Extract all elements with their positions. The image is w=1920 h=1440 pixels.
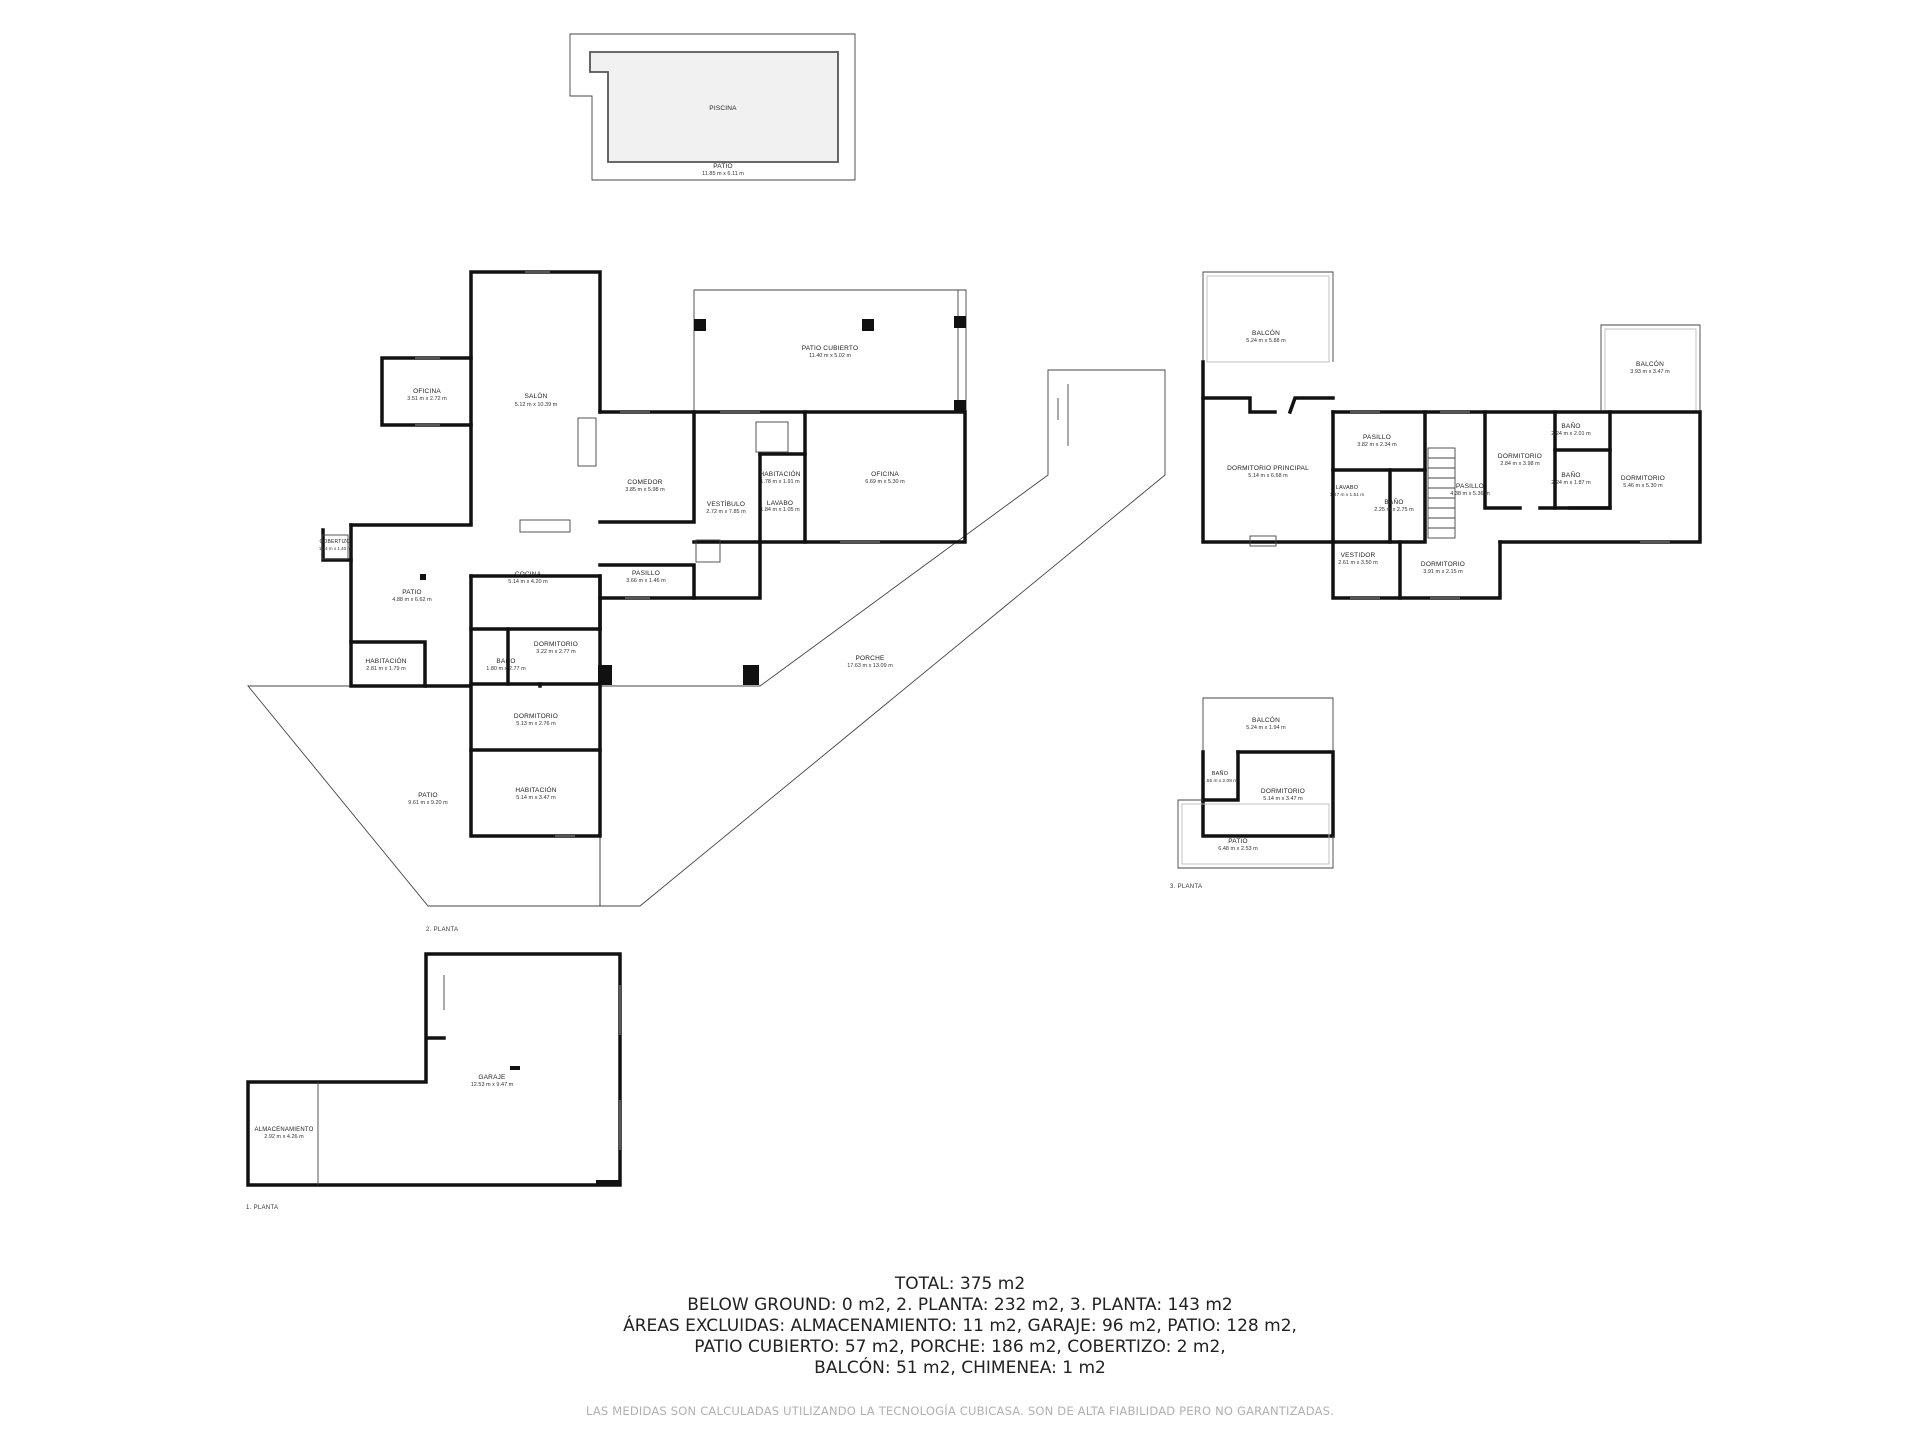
room-dims: 6.48 m x 2.53 m: [1218, 846, 1258, 852]
room-dims: 2.84 m x 3.98 m: [1500, 461, 1540, 467]
pool-area: [569, 33, 856, 181]
room-label: PASILLO: [1363, 434, 1391, 441]
room-dims: 1.84 m x 1.05 m: [760, 507, 800, 513]
summary-total: TOTAL: 375 m2: [894, 1274, 1026, 1294]
room-label: OFICINA: [413, 388, 441, 395]
room-label: VESTIDOR: [1341, 552, 1376, 559]
room-label: PASILLO: [1456, 483, 1484, 490]
room-label: HABITACIÓN: [515, 785, 556, 794]
room-label: DORMITORIO: [1261, 788, 1305, 795]
area-summary: TOTAL: 375 m2 BELOW GROUND: 0 m2, 2. PLA…: [0, 1274, 1920, 1379]
room-dims: 5.14 m x 3.47 m: [1263, 796, 1303, 802]
disclaimer-text: LAS MEDIDAS SON CALCULADAS UTILIZANDO LA…: [585, 1404, 1334, 1418]
room-dims: 3.85 m x 5.98 m: [625, 487, 665, 493]
room-label: BALCÓN: [1252, 328, 1280, 337]
room-dims: 5.46 m x 5.30 m: [1623, 483, 1663, 489]
room-dims: 11.40 m x 5.02 m: [809, 353, 852, 359]
room-label: HABITACIÓN: [365, 656, 406, 665]
room-dims: 3.51 m x 2.72 m: [407, 396, 447, 402]
floor-label-planta-3: 3. PLANTA: [1170, 884, 1202, 890]
room-label: PATIO: [1228, 838, 1248, 845]
room-label: PORCHE: [855, 655, 884, 662]
room-dims: 3.22 m x 2.77 m: [536, 649, 576, 655]
room-dims: 11.85 m x 6.11 m: [702, 171, 744, 177]
room-label: HABITACIÓN: [759, 469, 800, 478]
room-label: BAÑO: [1561, 470, 1580, 479]
room-label: BAÑO: [496, 656, 515, 665]
room-dims: 9.61 m x 9.20 m: [408, 800, 448, 806]
room-dims: 1.55 m x 2.08 m: [1203, 778, 1237, 784]
room-dims: 2.24 m x 1.87 m: [1551, 480, 1591, 486]
room-label: COCINA: [515, 571, 542, 578]
room-dims: 5.14 m x 3.47 m: [516, 795, 556, 801]
room-label: BALCÓN: [1636, 359, 1664, 368]
room-label: VESTÍBULO: [707, 499, 745, 508]
floor-plan-planta-3: [1177, 271, 1702, 869]
room-label: BAÑO: [1561, 421, 1580, 430]
room-label: BALCÓN: [1252, 715, 1280, 724]
room-label: GARAJE: [478, 1074, 506, 1081]
room-label: DORMITORIO: [1498, 453, 1542, 460]
room-label: PATIO: [402, 589, 422, 596]
room-label: COMEDOR: [627, 479, 662, 486]
room-label: BAÑO: [1384, 497, 1403, 506]
room-dims: 5.24 m x 5.88 m: [1246, 338, 1286, 344]
room-label: COBERTIZO: [320, 539, 351, 545]
room-label: DORMITORIO: [534, 641, 578, 648]
room-label: OFICINA: [871, 471, 899, 478]
room-label: LAVABO: [767, 500, 793, 507]
room-dims: 2.61 m x 3.50 m: [1338, 560, 1378, 566]
floor-label-planta-2: 2. PLANTA: [426, 927, 458, 933]
room-dims: 3.82 m x 2.34 m: [1357, 442, 1397, 448]
room-label: LAVABO: [1336, 485, 1359, 491]
room-label: SALÓN: [524, 391, 547, 400]
room-dims: 5.24 m x 1.94 m: [1246, 725, 1286, 731]
floor-plan-planta-1: [246, 952, 622, 1187]
summary-floors: BELOW GROUND: 0 m2, 2. PLANTA: 232 m2, 3…: [687, 1295, 1233, 1315]
room-dims: 1.80 m x 2.77 m: [486, 666, 526, 672]
room-label: DORMITORIO: [514, 713, 558, 720]
room-dims: 12.53 m x 9.47 m: [471, 1082, 514, 1088]
room-label: PATIO: [418, 792, 438, 799]
room-dims: 4.88 m x 6.62 m: [392, 597, 432, 603]
room-dims: 17.63 m x 13.09 m: [847, 663, 893, 669]
summary-excluded-2: PATIO CUBIERTO: 57 m2, PORCHE: 186 m2, C…: [694, 1337, 1226, 1357]
room-dims: 2.81 m x 1.79 m: [366, 666, 406, 672]
room-label: DORMITORIO: [1421, 561, 1465, 568]
room-label: PATIO: [713, 163, 733, 170]
floor-label-planta-1: 1. PLANTA: [246, 1205, 278, 1211]
room-dims: 1.78 m x 1.91 m: [760, 479, 800, 485]
room-label: PASILLO: [632, 570, 660, 577]
room-label: DORMITORIO: [1621, 475, 1665, 482]
room-dims: 1.47 m x 1.51 m: [1330, 492, 1364, 498]
stairs: [1427, 447, 1456, 539]
room-dims: 5.14 m x 4.20 m: [508, 579, 548, 585]
room-label: BAÑO: [1212, 770, 1229, 777]
room-dims: 5.13 m x 2.76 m: [516, 721, 556, 727]
room-dims: 2.24 m x 2.01 m: [1551, 431, 1591, 437]
room-dims: 1.44 m x 1.40 m: [319, 546, 352, 551]
room-dims: 3.66 m x 1.46 m: [626, 578, 666, 584]
floor-plan-planta-2: [247, 270, 1166, 907]
room-label: PISCINA: [709, 105, 737, 112]
room-dims: 5.14 m x 6.68 m: [1248, 473, 1288, 479]
room-dims: 2.25 m x 2.75 m: [1374, 507, 1414, 513]
room-dims: 2.72 m x 7.85 m: [706, 509, 746, 515]
room-dims: 2.92 m x 4.26 m: [264, 1134, 304, 1140]
room-dims: 5.12 m x 10.39 m: [515, 402, 558, 408]
room-dims: 3.91 m x 2.15 m: [1423, 569, 1463, 575]
room-dims: 3.93 m x 3.47 m: [1630, 369, 1670, 375]
summary-excluded-1: ÁREAS EXCLUIDAS: ALMACENAMIENTO: 11 m2, …: [623, 1316, 1297, 1336]
room-dims: 6.69 m x 5.30 m: [865, 479, 905, 485]
room-label: ALMACENAMIENTO: [254, 1127, 313, 1133]
room-labels: PISCINA PATIO 11.85 m x 6.11 m SALÓN 5.1…: [254, 105, 1670, 1140]
room-label: PATIO CUBIERTO: [802, 345, 859, 352]
room-dims: 4.38 m x 5.36 m: [1450, 491, 1490, 497]
room-label: DORMITORIO PRINCIPAL: [1227, 465, 1309, 472]
summary-excluded-3: BALCÓN: 51 m2, CHIMENEA: 1 m2: [814, 1358, 1106, 1378]
